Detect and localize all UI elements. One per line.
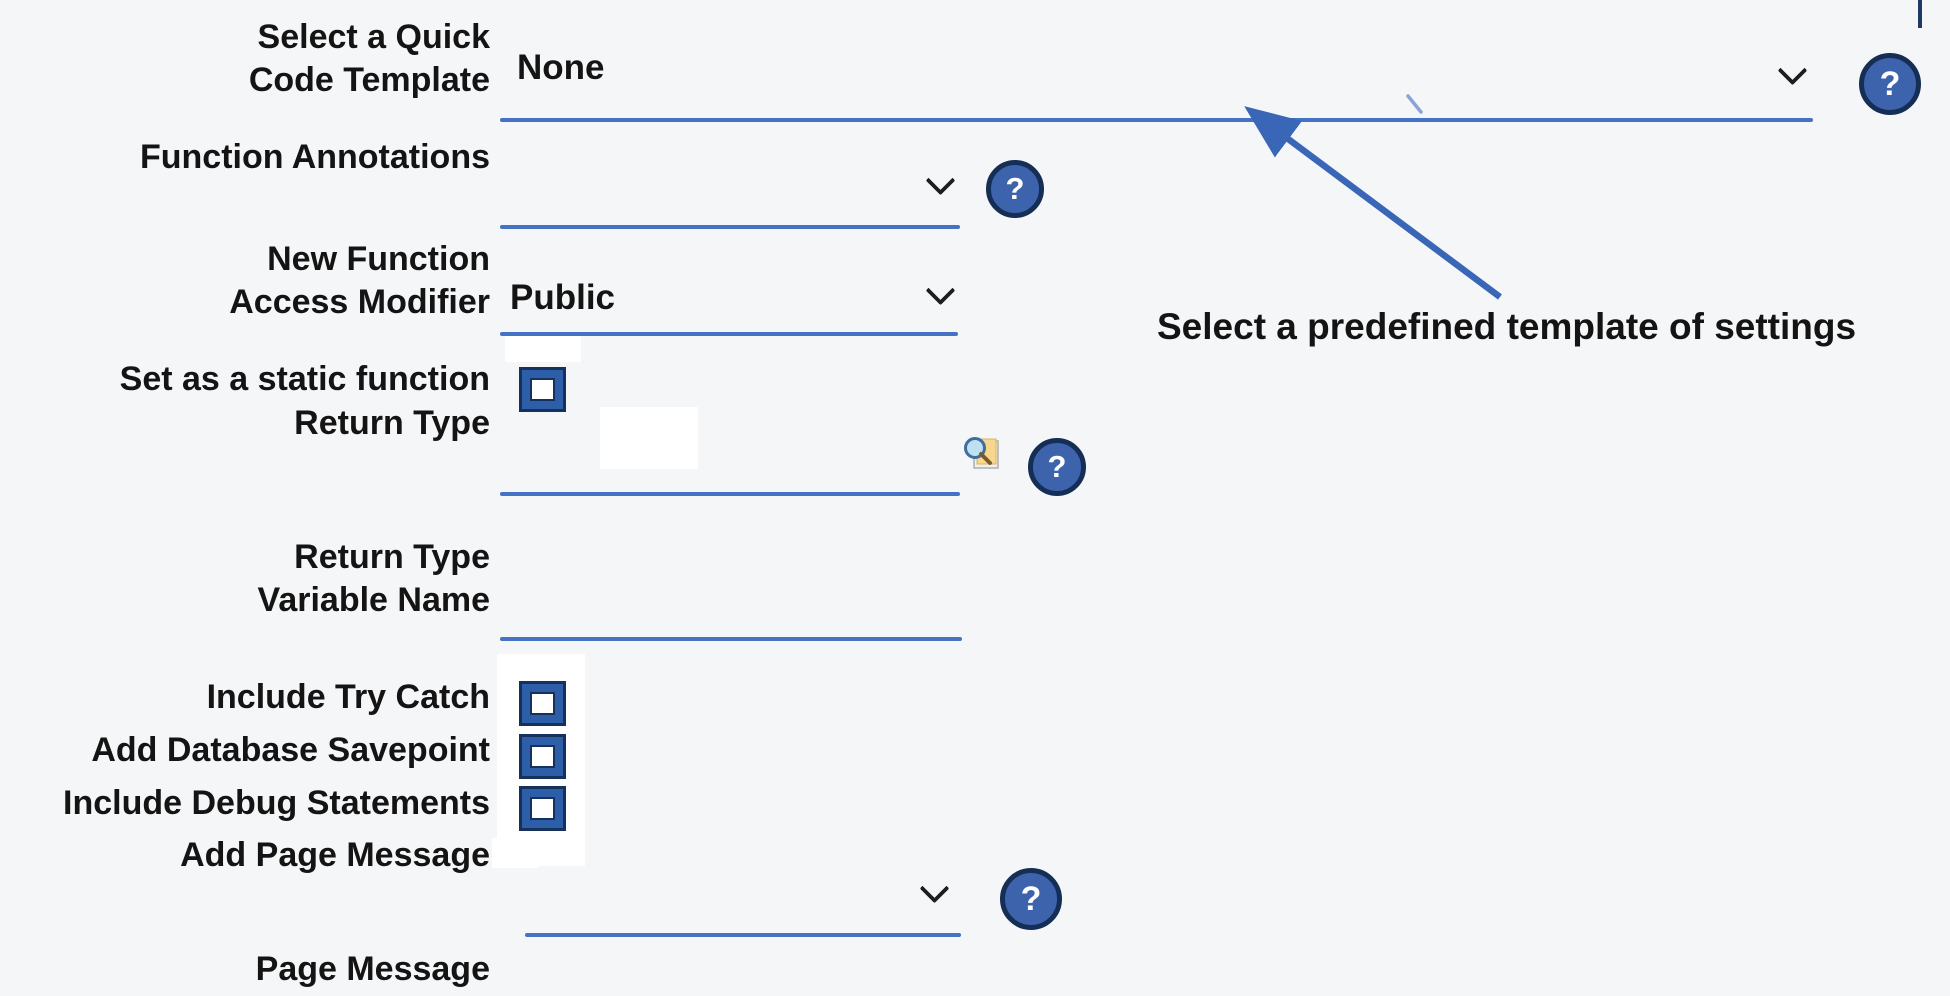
quick-code-template-select-underline[interactable] [500, 118, 1813, 122]
label-include-debug-statements: Include Debug Statements [63, 784, 490, 822]
lookup-magnifier-icon[interactable] [963, 436, 1000, 475]
label-add-page-message: Add Page Message [180, 836, 490, 874]
return-type-input-underline[interactable] [500, 492, 960, 496]
access-modifier-select-underline[interactable] [500, 332, 958, 336]
chevron-down-icon[interactable] [1777, 55, 1808, 86]
label-return-type-variable-name: Return Type Variable Name [257, 538, 490, 619]
return-type-variable-name-input-underline[interactable] [500, 637, 962, 641]
include-try-catch-checkbox[interactable] [522, 684, 563, 723]
label-add-database-savepoint: Add Database Savepoint [91, 731, 490, 769]
quick-code-template-value: None [517, 48, 605, 87]
chevron-down-icon[interactable] [925, 275, 956, 306]
white-patch [492, 838, 538, 868]
label-function-annotations: Function Annotations [139, 138, 490, 176]
chevron-down-icon[interactable] [925, 165, 956, 196]
static-function-checkbox[interactable] [522, 370, 563, 409]
include-debug-statements-checkbox[interactable] [522, 789, 563, 828]
add-page-message-help-button[interactable]: ? [1000, 868, 1062, 930]
label-access-modifier: New Function Access Modifier [229, 240, 490, 321]
question-mark-icon: ? [1020, 879, 1042, 918]
return-type-help-button[interactable]: ? [1028, 438, 1086, 496]
function-annotations-select-underline[interactable] [500, 225, 960, 229]
question-mark-icon: ? [1879, 64, 1901, 103]
add-database-savepoint-checkbox[interactable] [522, 737, 563, 776]
label-return-type: Return Type [294, 404, 490, 442]
label-static-function: Set as a static function [119, 360, 490, 398]
add-page-message-select-underline[interactable] [525, 933, 961, 937]
quick-code-template-help-button[interactable]: ? [1859, 53, 1921, 115]
stray-tick-mark [1406, 94, 1423, 114]
question-mark-icon: ? [1047, 449, 1067, 484]
white-patch [600, 407, 698, 469]
function-annotations-help-button[interactable]: ? [986, 160, 1044, 218]
white-patch [505, 336, 581, 362]
question-mark-icon: ? [1005, 171, 1025, 206]
label-quick-code-template: Select a Quick Code Template [248, 18, 490, 99]
chevron-down-icon[interactable] [919, 873, 950, 904]
label-page-message: Page Message [255, 950, 490, 988]
label-include-try-catch: Include Try Catch [206, 678, 490, 716]
access-modifier-value: Public [510, 278, 616, 317]
annotation-caption: Select a predefined template of settings [1157, 306, 1857, 347]
